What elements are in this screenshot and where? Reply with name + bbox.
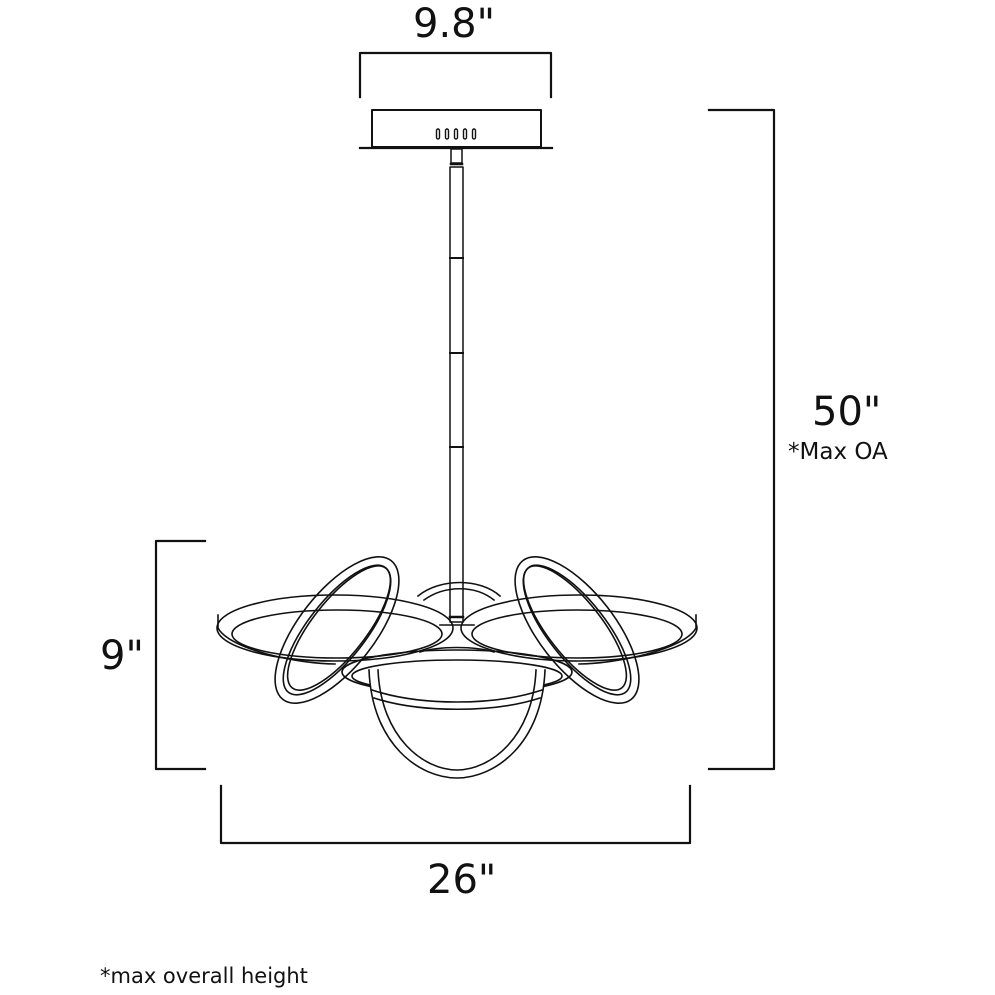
fixture-width-bracket <box>219 784 692 845</box>
footnote: *max overall height <box>100 964 308 988</box>
downrod-stem <box>448 148 465 623</box>
overall-height-label: 50" <box>812 389 882 435</box>
fixture-height-label: 9" <box>100 633 144 679</box>
fixture-width-label: 26" <box>427 857 497 903</box>
fixture-height-bracket <box>154 539 207 771</box>
canopy <box>358 109 554 150</box>
fixture-rings <box>216 556 698 779</box>
right-tilted-ring <box>514 556 640 704</box>
overall-height-bracket <box>707 108 776 771</box>
canopy-width-label: 9.8" <box>413 1 496 47</box>
right-horizontal-ring <box>460 594 698 665</box>
canopy-vent-slots <box>435 128 477 140</box>
overall-height-note: *Max OA <box>788 439 888 465</box>
left-tilted-ring <box>274 556 400 704</box>
center-bowl-ring <box>341 649 573 779</box>
canopy-width-bracket <box>358 51 553 99</box>
left-horizontal-ring <box>216 594 454 665</box>
